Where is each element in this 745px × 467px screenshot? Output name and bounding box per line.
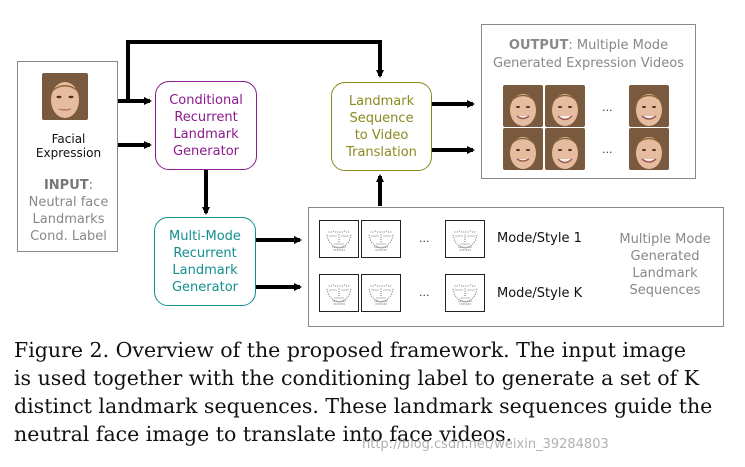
landmark-frame-1-2 [361,220,401,258]
caption-line-4: neutral face image to translate into fac… [14,422,513,446]
landmark-dots-icon [326,230,352,251]
blog-watermark: http://blog.csdn.net/weixin_39284803 [362,437,609,452]
landmark-dots-icon [368,284,394,305]
landmark-sequence-to-video-translation: Landmark Sequence to Video Translation [331,82,432,171]
face-label-line-1: Facial [51,132,86,146]
output-ellipsis-1: ... [602,101,613,114]
translation-line-2: Sequence [349,111,414,126]
output-title-rest: : Multiple Mode [568,38,669,53]
caption-line-2: is used together with the conditioning l… [14,366,700,390]
sequences-label-line-4: Sequences [629,283,701,298]
landmark-dots-icon [452,230,478,251]
landmark-frame-k-2 [361,274,401,312]
sequences-label-line-3: Landmark [632,266,698,281]
landmark-frame-k-1 [319,274,359,312]
output-box: OUTPUT: Multiple Mode Generated Expressi… [481,24,696,179]
landmark-frame-1-3 [445,220,485,258]
output-face-2-3 [629,128,669,170]
mmrlg-line-4: Generator [171,280,238,295]
mode-style-1-label: Mode/Style 1 [497,231,582,246]
output-face-1-3 [629,85,669,127]
input-line-neutral-face: Neutral face [28,195,109,210]
figure-caption: Figure 2. Overview of the proposed frame… [14,336,734,448]
mode-style-k-label: Mode/Style K [497,286,583,301]
multi-mode-recurrent-landmark-generator: Multi-Mode Recurrent Landmark Generator [154,217,256,306]
input-title: INPUT: [43,178,94,193]
crlg-line-1: Conditional [169,93,243,108]
output-ellipsis-2: ... [602,143,613,156]
output-face-1-2 [545,85,585,127]
output-title-line: OUTPUT: Multiple Mode [482,38,695,53]
crlg-line-3: Landmark [173,127,239,142]
output-subtitle: Generated Expression Videos [493,56,684,71]
landmark-dots-icon [326,284,352,305]
output-face-2-2 [545,128,585,170]
input-line-landmarks: Landmarks [32,212,105,227]
mmrlg-line-1: Multi-Mode [169,229,241,244]
conditional-recurrent-landmark-generator: Conditional Recurrent Landmark Generator [155,81,257,170]
sequences-label-line-1: Multiple Mode [619,232,711,247]
output-face-2-1 [503,128,543,170]
output-title: OUTPUT [508,38,569,53]
seq-ellipsis-k: ... [419,286,430,299]
landmark-dots-icon [452,284,478,305]
caption-line-1: Figure 2. Overview of the proposed frame… [14,338,686,362]
landmark-frame-k-3 [445,274,485,312]
mmrlg-line-2: Recurrent [173,246,237,261]
crlg-line-2: Recurrent [174,110,238,125]
landmark-sequences-box: ... Mode/Style 1 ... Mode/Style K Multip… [308,207,724,327]
crlg-line-4: Generator [172,144,239,159]
arrows-layer [118,40,475,291]
translation-line-3: to Video [354,128,409,143]
input-title-text: INPUT [43,178,89,193]
landmark-frame-1-1 [319,220,359,258]
mmrlg-line-3: Landmark [172,263,238,278]
input-box: Facial Expression INPUT: Neutral face La… [17,61,118,252]
landmark-dots-icon [368,230,394,251]
translation-line-1: Landmark [348,94,415,109]
seq-ellipsis-1: ... [419,232,430,245]
output-face-1-1 [503,85,543,127]
face-label-line-2: Expression [35,146,102,160]
caption-line-3: distinct landmark sequences. These landm… [14,394,713,418]
sequences-label-line-2: Generated [630,249,700,264]
input-face-image [42,73,88,120]
input-line-cond-label: Cond. Label [30,229,107,244]
translation-line-4: Translation [346,145,417,160]
